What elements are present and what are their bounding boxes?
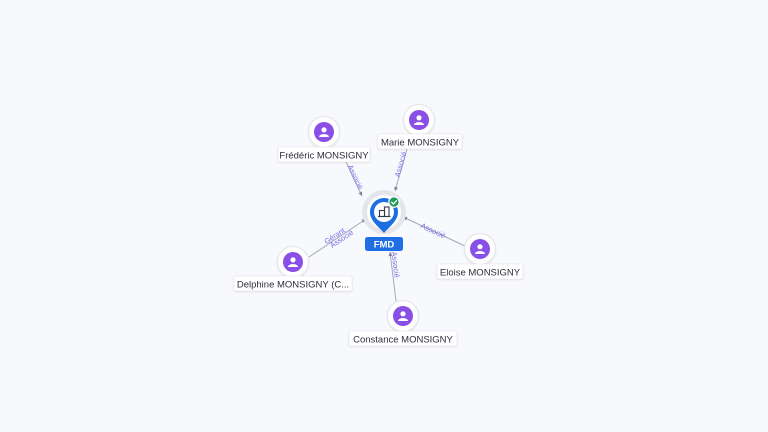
person-nodes: Frédéric MONSIGNY Marie MONSIGNY Eloise MO… <box>233 104 524 347</box>
relation-label: Associé <box>419 221 447 240</box>
person-name: Delphine MONSIGNY (C... <box>237 279 349 290</box>
relation-label: Associé <box>389 251 401 278</box>
company-node[interactable]: FMD <box>362 190 406 251</box>
person-name: Frédéric MONSIGNY <box>279 150 369 161</box>
relation-edge <box>389 251 397 302</box>
person-name-box <box>348 330 458 347</box>
person-node[interactable]: Marie MONSIGNY <box>377 104 463 150</box>
company-label: FMD <box>374 240 395 251</box>
person-name: Marie MONSIGNY <box>381 137 460 148</box>
company-label-box <box>365 237 403 251</box>
person-node[interactable]: Frédéric MONSIGNY <box>277 116 371 163</box>
person-node[interactable]: Delphine MONSIGNY (C... <box>233 246 353 292</box>
person-icon <box>398 311 408 321</box>
relation-edge <box>402 216 466 247</box>
relation-edge <box>308 218 367 258</box>
person-name-box <box>377 133 463 150</box>
person-icon <box>288 257 298 267</box>
person-node[interactable]: Eloise MONSIGNY <box>436 233 524 280</box>
arrowhead-icon <box>394 186 399 191</box>
arrowhead-icon <box>358 191 363 196</box>
person-name: Constance MONSIGNY <box>353 334 453 345</box>
person-name-box <box>436 263 524 280</box>
person-icon <box>414 115 424 125</box>
person-name-box <box>233 275 353 292</box>
building-icon <box>378 206 391 218</box>
verified-badge-icon <box>388 196 400 208</box>
person-node[interactable]: Constance MONSIGNY <box>348 300 458 347</box>
person-name: Eloise MONSIGNY <box>440 267 521 278</box>
person-name-box <box>277 146 371 163</box>
relation-label: Associé <box>346 163 365 191</box>
person-icon <box>319 127 329 137</box>
arrowhead-icon <box>388 252 393 257</box>
relation-label: Associé <box>393 150 409 178</box>
person-icon <box>475 244 485 254</box>
